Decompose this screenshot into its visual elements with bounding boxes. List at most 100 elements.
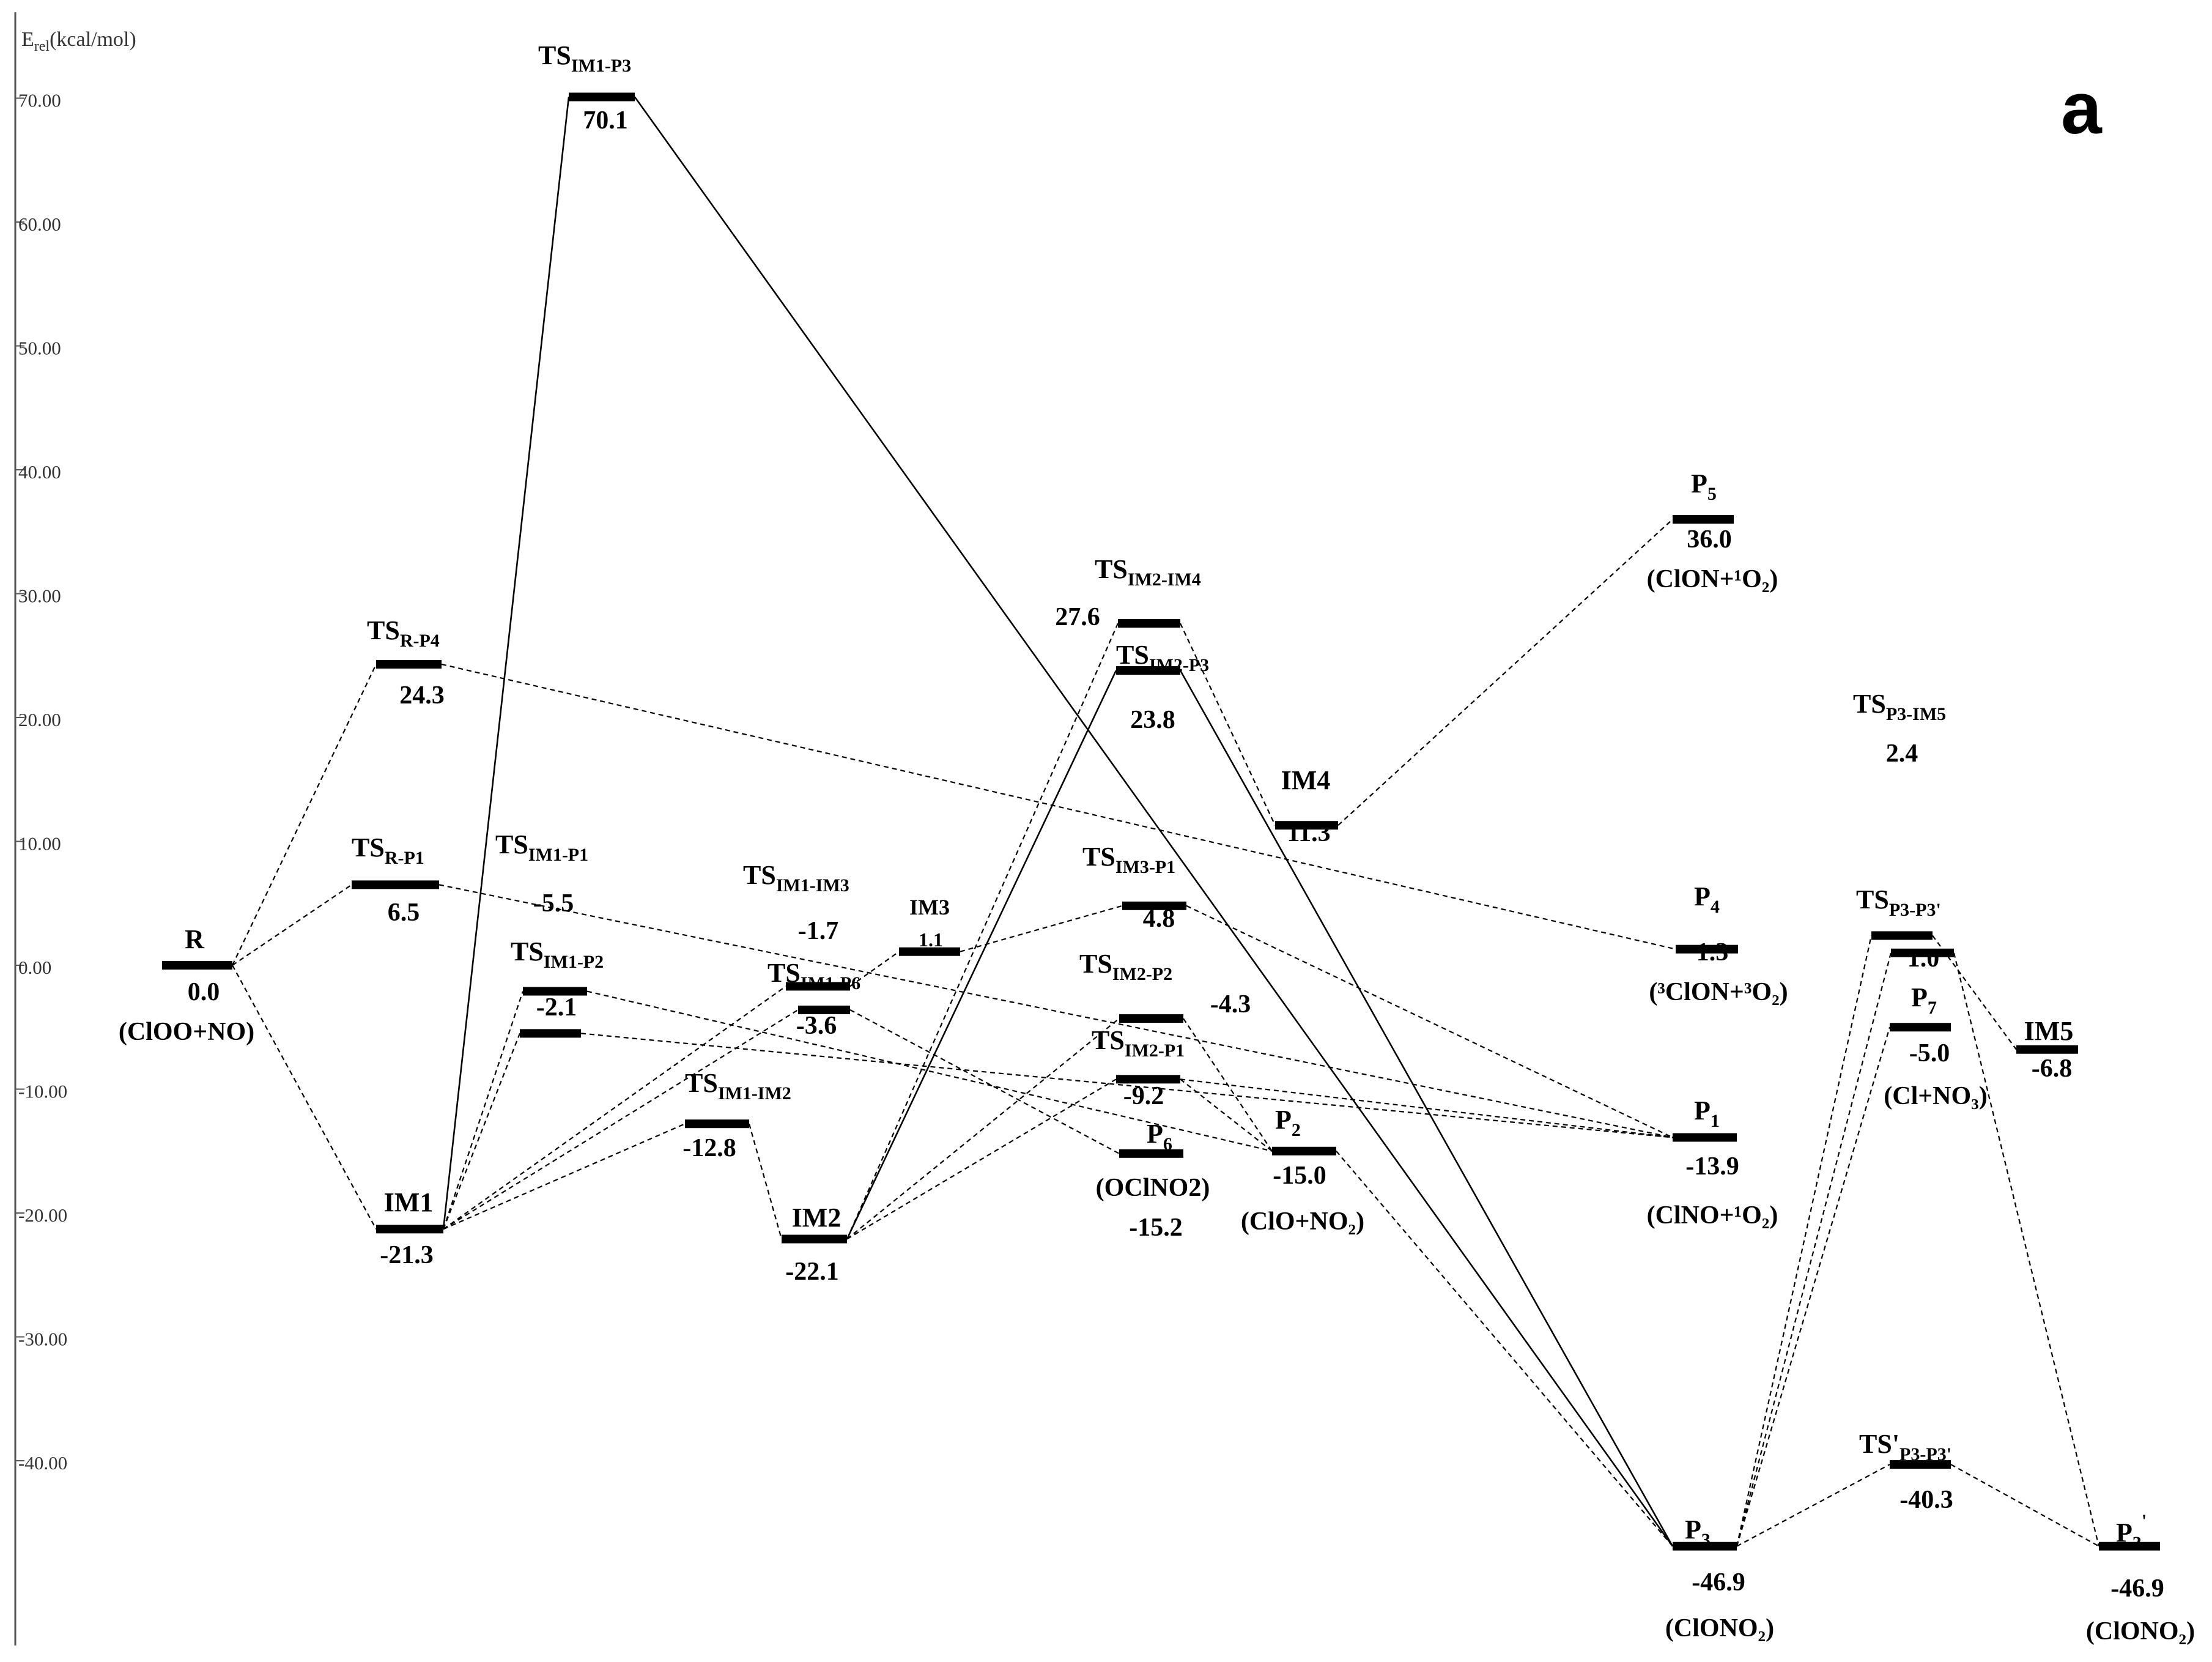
energy-levels xyxy=(162,92,2160,1551)
value-P3: -46.9 xyxy=(1692,1568,1745,1597)
label-TS-IM1-P6: TSIM1-P6 xyxy=(768,958,860,993)
level-bar-IM1 xyxy=(376,1225,443,1234)
y-axis: Erel(kcal/mol) xyxy=(14,12,136,1645)
label-IM1: IM1 xyxy=(384,1187,434,1217)
label-TS-IM1-P3: TSIM1-P3 xyxy=(538,40,631,76)
path-TS_IM1_IM3-IM3 xyxy=(849,951,900,987)
species-P7: (Cl+NO₃) xyxy=(1884,1082,1988,1110)
level-bar-TSp_P3_P3p xyxy=(1890,1460,1951,1469)
species-R: (ClOO+NO) xyxy=(119,1018,254,1046)
label-P3p: P3' xyxy=(2116,1511,2147,1553)
value-IM5: -6.8 xyxy=(2032,1055,2073,1083)
label-TS-IM1-IM3: TSIM1-IM3 xyxy=(743,860,849,896)
path-TS_IM2_P1-P2 xyxy=(1180,1078,1273,1152)
y-tick-label: 40.00 xyxy=(18,461,61,483)
path-TS_IM3_P1-P1 xyxy=(1186,905,1673,1138)
label-TS-IM3-P1: TSIM3-P1 xyxy=(1082,842,1175,877)
level-bar-TS_R_P1 xyxy=(352,880,439,889)
level-bar-IM5 xyxy=(2016,1045,2078,1054)
path-TS_P3_IM5-IM5 xyxy=(1932,935,2017,1050)
y-tick-label: 10.00 xyxy=(18,833,61,855)
path-IM2-TS_IM2_P1 xyxy=(846,1078,1117,1240)
path-P2-P3 xyxy=(1336,1151,1673,1547)
path-IM1-TS_IM1_IM3 xyxy=(443,985,786,1230)
path-R-TS_R_P4 xyxy=(232,664,377,966)
value-R: 0.0 xyxy=(188,978,220,1006)
species-P6: (OClNO2) xyxy=(1096,1174,1210,1202)
path-TS_IM1_IM2-IM2 xyxy=(748,1123,783,1239)
label-P4: P4 xyxy=(1694,881,1720,917)
level-bar-P5 xyxy=(1673,515,1734,524)
label-R: R xyxy=(185,924,205,954)
label-P1: P1 xyxy=(1694,1096,1720,1131)
y-tick-label: 30.00 xyxy=(18,585,61,607)
label-P6: P6 xyxy=(1147,1119,1172,1154)
path-P3-TS_P3_IM5 xyxy=(1736,935,1873,1546)
level-bar-TS_IM2_P3 xyxy=(1116,666,1180,675)
level-bar-TS_IM1_P6 xyxy=(798,1005,850,1014)
label-TS-R-P4: TSR-P4 xyxy=(367,615,440,651)
level-bar-P3p xyxy=(2099,1541,2160,1551)
y-tick-label: 50.00 xyxy=(18,338,61,359)
level-bar-TS_IM2_P1 xyxy=(1116,1075,1180,1084)
path-R-IM1 xyxy=(232,965,377,1230)
label-TS-IM2-IM4: TSIM2-IM4 xyxy=(1095,554,1201,590)
level-bar-IM2 xyxy=(782,1234,847,1244)
value-TS-IM2-P2: -4.3 xyxy=(1210,990,1251,1018)
y-tick-label: -10.00 xyxy=(18,1081,67,1102)
y-tick-label: -20.00 xyxy=(18,1204,67,1226)
path-R-TS_R_P1 xyxy=(232,884,352,966)
path-IM1-TS_IM1_P1 xyxy=(442,1033,521,1230)
path-IM4-P5 xyxy=(1337,519,1673,826)
level-bar-TS_IM3_P1 xyxy=(1122,901,1186,910)
y-tick-label: -40.00 xyxy=(18,1452,67,1474)
path-TS_IM2_P1-P1 xyxy=(1180,1078,1673,1138)
path-IM2-TS_IM2_P2 xyxy=(846,1018,1120,1240)
path-IM3-TS_IM3_P1 xyxy=(960,905,1123,952)
path-IM1-TS_IM1_IM2 xyxy=(443,1123,686,1230)
value-TS-IM1-IM2: -12.8 xyxy=(682,1134,736,1162)
path-IM1-TS_IM1_P3 xyxy=(442,97,570,1230)
value-P7: -5.0 xyxy=(1909,1039,1950,1067)
level-bar-P2 xyxy=(1272,1146,1336,1156)
path-IM1-TS_IM1_P2 xyxy=(442,991,524,1230)
label-TS-IM2-P1: TSIM2-P1 xyxy=(1092,1025,1185,1061)
level-bar-P3 xyxy=(1673,1541,1737,1551)
y-axis-title: Erel(kcal/mol) xyxy=(21,28,136,54)
value-IM2: -22.1 xyxy=(785,1258,839,1286)
value-TS-IM1-P6: -3.6 xyxy=(796,1012,837,1040)
path-IM2-TS_IM2_P3 xyxy=(846,670,1117,1240)
y-tick-label: -30.00 xyxy=(18,1329,67,1350)
level-bar-TS_P3_P3p xyxy=(1891,948,1954,957)
level-bar-R xyxy=(162,961,232,970)
label-TS-R-P1: TSR-P1 xyxy=(352,833,424,868)
label-TS-IM1-IM2: TSIM1-IM2 xyxy=(685,1068,791,1104)
path-TS_IM1_P3-P3 xyxy=(634,96,1674,1547)
value-TS-R-P4: 24.3 xyxy=(399,681,445,710)
path-TS_P3_P3p-P3p xyxy=(1953,952,2100,1546)
path-P3-TSp_P3_P3p xyxy=(1736,1464,1890,1547)
path-TSp_P3_P3p-P3p xyxy=(1950,1464,2099,1547)
species-P1: (ClNO+¹O₂) xyxy=(1647,1201,1778,1230)
path-TS_IM2_IM4-IM4 xyxy=(1180,623,1276,826)
label-TS-IM2-P2: TSIM2-P2 xyxy=(1079,949,1172,984)
path-TS_R_P1-P1 xyxy=(438,884,1673,1138)
pathway-lines xyxy=(232,96,2100,1547)
value-TS-R-P1: 6.5 xyxy=(388,899,420,927)
label-P7: P7 xyxy=(1911,982,1937,1018)
value-TS-IM2-P3: 23.8 xyxy=(1130,706,1175,734)
level-bar-IM3 xyxy=(899,947,960,956)
level-bar-TS_IM2_IM4 xyxy=(1118,619,1180,628)
value-P3p: -46.9 xyxy=(2110,1575,2164,1603)
path-TS_IM2_P3-P3 xyxy=(1179,670,1674,1547)
value-IM3: 1.1 xyxy=(919,929,943,951)
value-TS-IM2-P1: -9.2 xyxy=(1123,1082,1164,1110)
label-TS-IM1-P2: TSIM1-P2 xyxy=(511,937,604,972)
value-TS-IM1-IM3: -1.7 xyxy=(798,917,839,945)
value-TSp-P3-P3p: -40.3 xyxy=(1899,1486,1953,1514)
y-tick-label: 20.00 xyxy=(18,709,61,730)
level-bar-TS_IM1_P3 xyxy=(569,92,635,102)
value-TS-IM1-P3: 70.1 xyxy=(583,106,628,135)
value-IM1: -21.3 xyxy=(380,1241,434,1269)
value-IM4: 11.3 xyxy=(1287,819,1330,847)
